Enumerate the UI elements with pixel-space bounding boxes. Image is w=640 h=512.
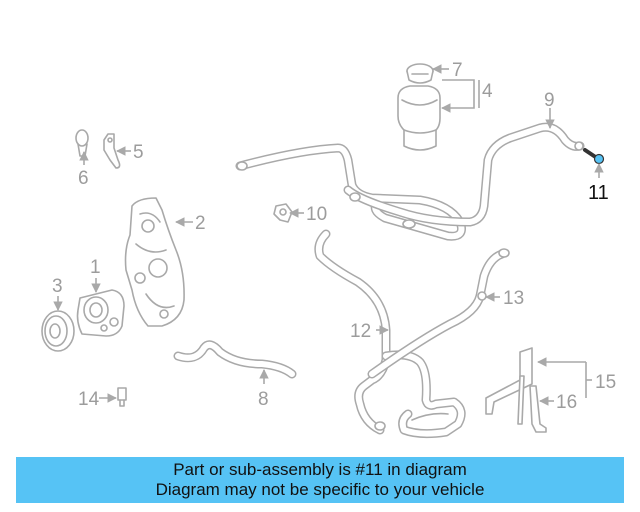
fitting-part-14: [117, 387, 127, 407]
callout-10: 10: [306, 204, 327, 225]
banner-line-2: Diagram may not be specific to your vehi…: [155, 480, 485, 499]
pulley-part-3: [41, 310, 75, 352]
callout-11: 11: [588, 182, 609, 204]
bracket-part-16: [529, 385, 547, 433]
reservoir-cap-part: [406, 63, 434, 84]
info-banner: Part or sub-assembly is #11 in diagram D…: [16, 457, 624, 503]
clamp-part-10: [273, 203, 293, 223]
callout-12: 12: [350, 321, 371, 342]
callout-8: 8: [258, 389, 269, 410]
callout-13: 13: [503, 288, 524, 309]
callout-1: 1: [90, 257, 101, 278]
bolt-part-11: [583, 148, 605, 165]
pump-part-1: [76, 289, 125, 337]
callout-16: 16: [556, 392, 577, 413]
clip-part-6: [75, 129, 89, 157]
callout-4: 4: [482, 81, 493, 102]
callout-14: 14: [78, 389, 100, 410]
callout-9: 9: [544, 90, 555, 111]
callout-15: 15: [595, 372, 616, 393]
callout-6: 6: [78, 168, 89, 189]
banner-line-1: Part or sub-assembly is #11 in diagram: [173, 460, 467, 479]
reservoir-part: [397, 85, 441, 151]
callout-3: 3: [52, 276, 63, 297]
callout-2: 2: [195, 213, 206, 234]
bracket-part-5: [103, 133, 121, 169]
callout-5: 5: [133, 142, 144, 163]
leader-lines: [53, 64, 604, 406]
callout-7: 7: [452, 60, 463, 81]
parts-diagram: 1 2 3 4 5 6 7 8 9 10 11 12 13 14 15 16: [41, 60, 616, 439]
bracket-part-15: [485, 347, 533, 425]
bracket-housing-part-2: [124, 197, 185, 327]
